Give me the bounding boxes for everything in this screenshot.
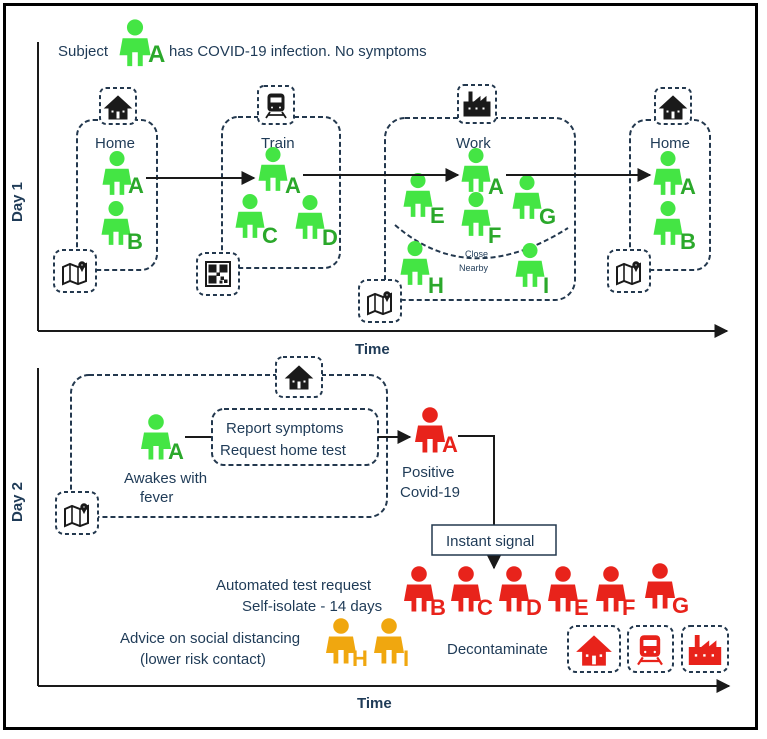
positive-person-a: A [442,432,458,457]
red-person-e: E [574,595,589,620]
home-end-map-frame [607,249,651,293]
close-label: Close [465,249,488,259]
work-map-frame [358,279,402,323]
train-person-c: C [262,223,278,248]
red-person-f: F [622,595,635,620]
report-line-1: Report symptoms [226,420,344,437]
person-icon-work-h [400,241,430,285]
person-icon-home-end-b [653,201,683,245]
home-map-frame [53,249,97,293]
work-person-e: E [430,203,445,228]
home-person-a: A [128,173,144,198]
home-person-b: B [127,229,143,254]
nearby-label: Nearby [459,263,489,273]
advice-line-2: (lower risk contact) [140,651,266,668]
train-icon [636,634,664,666]
subject-person-icon [119,19,151,67]
day2-time-label: Time [357,695,392,712]
home-end-label: Home [650,135,690,152]
red-person-c: C [477,595,493,620]
home-label: Home [95,135,135,152]
day2-home-box [70,374,388,518]
person-icon-work-i [515,243,545,287]
person-icon-work-g [512,175,542,219]
instant-signal-box [431,524,557,556]
home-end-person-b: B [680,229,696,254]
person-icon-positive-a [415,407,445,453]
instant-signal-label: Instant signal [446,533,534,550]
train-label: Train [261,135,295,152]
day1-axis-label: Day 1 [9,182,26,222]
person-icon-train-c [235,194,265,238]
day2-map-frame [55,491,99,535]
advice-line-1: Advice on social distancing [120,630,300,647]
home-end-person-a: A [680,174,696,199]
person-icon-red-g [645,563,675,609]
automated-line-1: Automated test request [216,577,372,594]
person-icon-red-d [499,566,529,612]
person-icon-train-d [295,195,325,239]
train-icon [265,93,287,119]
day2-axis-label: Day 2 [9,482,26,522]
person-icon-home-end-a [653,151,683,195]
report-line-2: Request home test [220,442,347,459]
positive-line-2: Covid-19 [400,484,460,501]
person-icon-work-f [461,192,491,236]
subject-prefix: Subject [58,43,109,60]
person-icon-orange-i [374,618,404,664]
awake-person-a: A [168,439,184,464]
train-person-d: D [322,225,338,250]
red-person-d: D [526,595,542,620]
orange-person-i: I [403,646,409,671]
close-contact-arc [394,224,569,260]
signal-connector-arrow [458,435,501,570]
person-icon-awake-a [141,414,171,460]
orange-person-h: H [352,646,368,671]
person-icon-train-a [258,147,288,191]
positive-line-1: Positive [402,464,455,481]
awake-line-1: Awakes with [124,470,207,487]
automated-line-2: Self-isolate - 14 days [242,598,382,615]
awake-line-2: fever [140,489,173,506]
person-icon-work-e [403,173,433,217]
work-label: Work [456,135,491,152]
work-person-f: F [488,223,501,248]
work-person-g: G [539,204,556,229]
subject-description: has COVID-19 infection. No symptoms [169,43,427,60]
person-icon-work-a [461,148,491,192]
red-person-g: G [672,593,689,618]
red-person-b: B [430,595,446,620]
outer-frame [3,3,758,730]
day1-time-label: Time [355,341,390,358]
work-person-i: I [543,273,549,298]
train-person-a: A [285,173,301,198]
subject-letter: A [148,41,165,68]
work-person-a: A [488,174,504,199]
work-person-h: H [428,273,444,298]
decontaminate-label: Decontaminate [447,641,548,658]
